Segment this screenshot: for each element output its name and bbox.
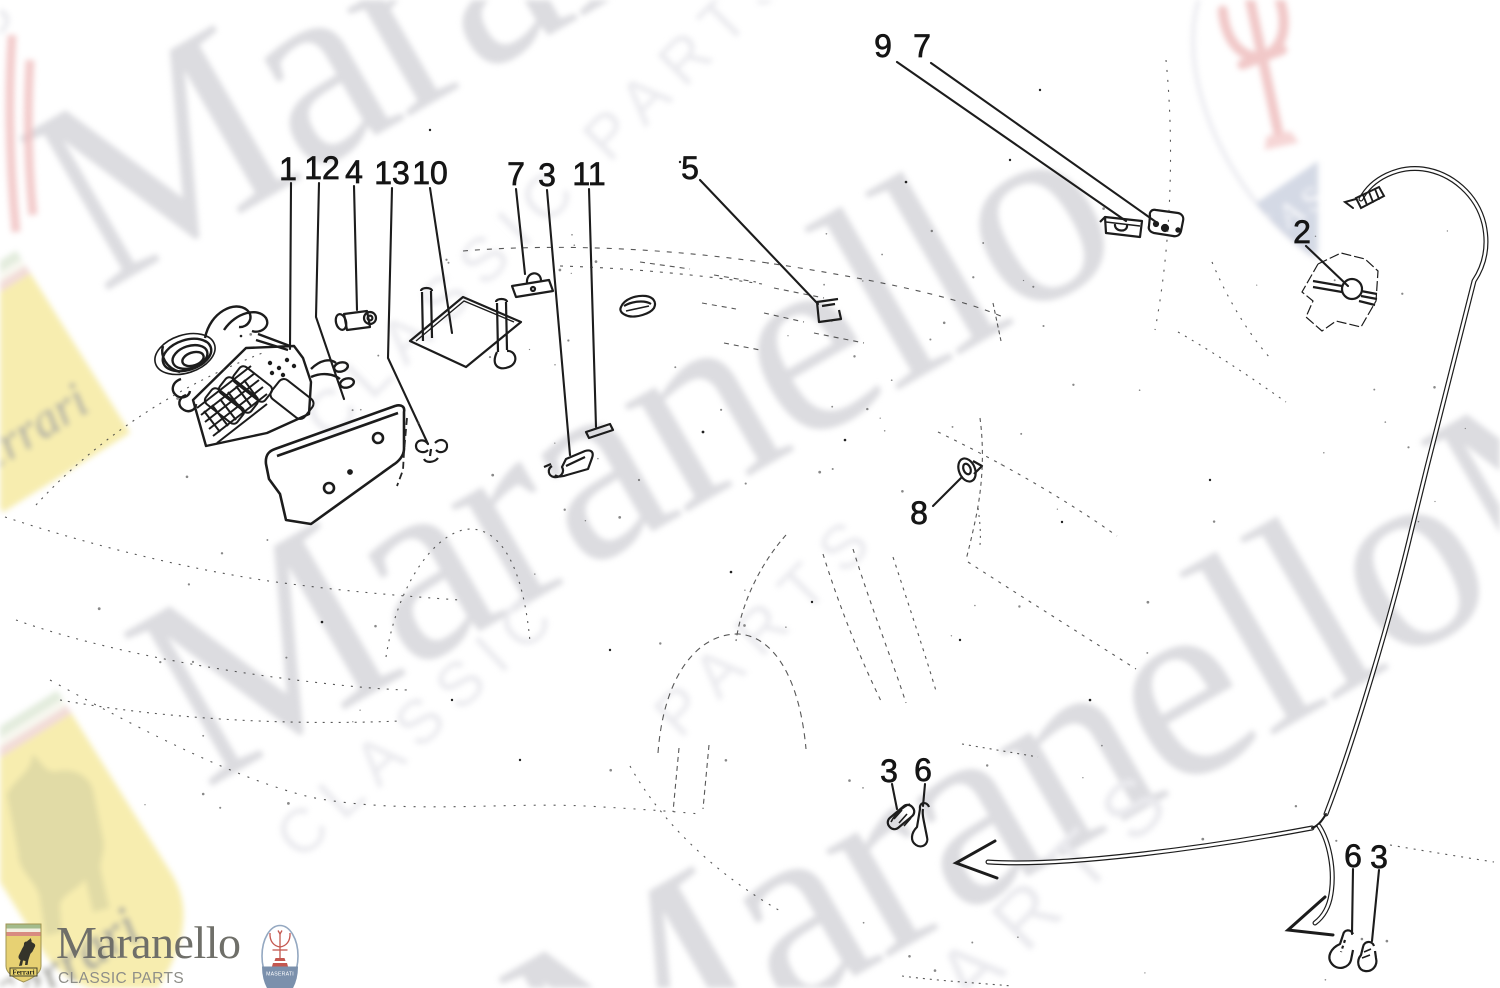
svg-text:3: 3 xyxy=(538,157,556,193)
svg-text:9: 9 xyxy=(874,28,892,64)
svg-text:5: 5 xyxy=(681,150,699,186)
svg-text:CLASSIC PARTS: CLASSIC PARTS xyxy=(58,970,184,987)
svg-text:3: 3 xyxy=(1370,839,1388,875)
svg-text:Maranello: Maranello xyxy=(56,917,241,968)
svg-text:7: 7 xyxy=(913,28,931,64)
svg-text:12: 12 xyxy=(304,150,340,186)
svg-text:Ferrari: Ferrari xyxy=(12,969,34,977)
svg-text:13: 13 xyxy=(374,155,410,191)
svg-text:2: 2 xyxy=(1293,214,1311,250)
svg-text:11: 11 xyxy=(572,156,605,192)
svg-text:7: 7 xyxy=(507,156,525,192)
svg-text:8: 8 xyxy=(910,495,928,531)
svg-text:6: 6 xyxy=(1344,838,1362,874)
svg-text:6: 6 xyxy=(914,752,932,788)
svg-text:10: 10 xyxy=(412,155,448,191)
svg-text:MASERATI: MASERATI xyxy=(266,972,294,978)
svg-text:1: 1 xyxy=(279,151,297,187)
svg-text:4: 4 xyxy=(345,154,363,190)
svg-text:3: 3 xyxy=(880,753,898,789)
